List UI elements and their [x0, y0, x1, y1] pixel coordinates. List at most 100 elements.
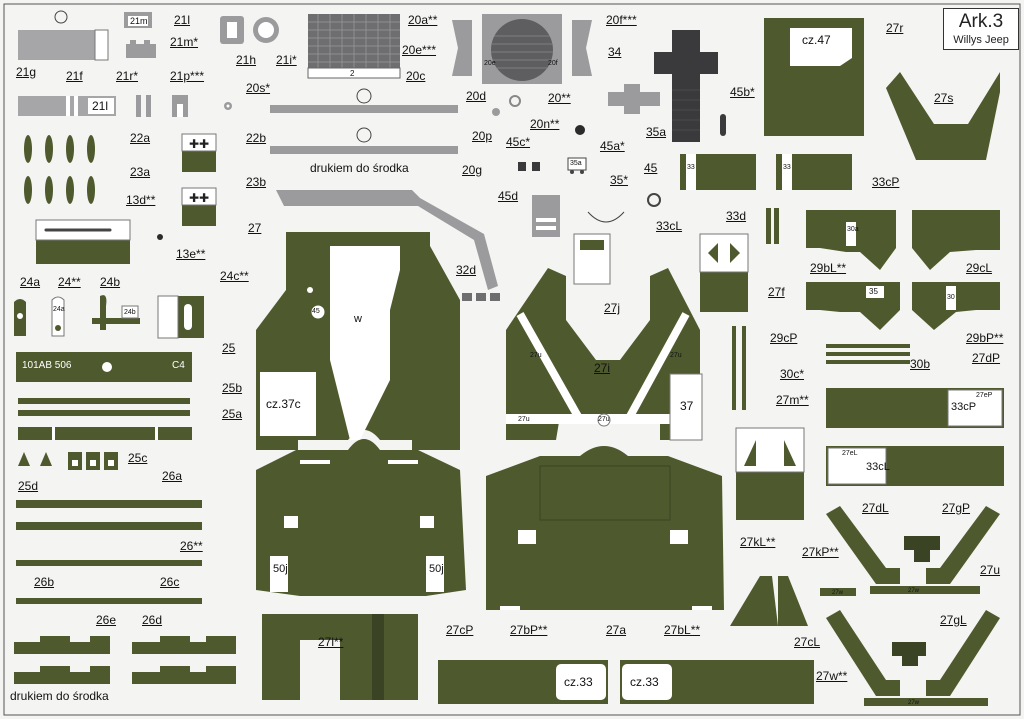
- label-27f: 27f: [768, 285, 785, 299]
- sheet-subtitle: Willys Jeep: [953, 34, 1009, 46]
- part-27-floor: [256, 439, 466, 596]
- part-45-arc: [587, 211, 625, 223]
- text-35a: 35a: [570, 160, 582, 167]
- label-21i: 21i*: [276, 53, 297, 67]
- part-20e: [452, 20, 472, 76]
- label-45d: 45d: [498, 189, 519, 203]
- label-27bP: 27bP**: [510, 623, 548, 637]
- text-27w: 27w: [832, 590, 844, 596]
- label-33cP: 33cP: [872, 175, 900, 189]
- part-21l-label: [128, 16, 148, 26]
- label-13e: 13e**: [176, 247, 206, 261]
- label-20d: 20d: [466, 89, 487, 103]
- part-34-vertical: [672, 30, 700, 142]
- label-25: 25: [222, 341, 236, 355]
- text-27u: 27u: [670, 352, 682, 359]
- label-27m: 27m**: [776, 393, 809, 407]
- label-34: 34: [608, 45, 622, 59]
- part-26a: [16, 500, 202, 508]
- text-35: 35: [869, 287, 878, 296]
- label-27w: 27w**: [816, 669, 848, 683]
- label-29bL: 29bL**: [810, 261, 847, 275]
- part-27l: [262, 614, 418, 700]
- label-20a: 20a**: [408, 13, 438, 27]
- label-26d: 26d: [142, 613, 163, 627]
- part-13e: [157, 234, 163, 240]
- label-26b: 26b: [34, 575, 55, 589]
- label-24c: 24c**: [220, 269, 249, 283]
- label-27u: 27u: [980, 563, 1001, 577]
- label-23a: 23a: [130, 165, 151, 179]
- label-20s: 20s*: [246, 81, 271, 95]
- text-50j: 50j: [273, 563, 288, 575]
- label-20p: 20p: [472, 129, 493, 143]
- label-24: 24**: [58, 275, 81, 289]
- part-45c: [532, 162, 540, 171]
- text-2: 2: [350, 69, 355, 78]
- part-45d: [532, 195, 560, 237]
- part-21g-tab: [94, 29, 109, 61]
- text-cz37c: cz.37c: [266, 397, 301, 411]
- label-21h: 21h: [236, 53, 257, 67]
- label-27dL: 27dL: [862, 501, 889, 515]
- part-21r: [146, 95, 151, 117]
- label-29cL: 29cL: [966, 261, 993, 275]
- part-24: [51, 296, 65, 337]
- part-30b: [826, 344, 910, 348]
- label-25b: 25b: [222, 381, 243, 395]
- part-21m-tab: [130, 40, 136, 45]
- print-note: drukiem do środka: [10, 689, 109, 703]
- print-note: drukiem do środka: [310, 161, 409, 175]
- part-20f: [572, 20, 592, 76]
- part-45c: [518, 162, 526, 171]
- text-27u: 27u: [518, 416, 530, 423]
- part-37: [669, 373, 703, 441]
- label-27bL: 27bL**: [664, 623, 701, 637]
- svg-text:✚✚: ✚✚: [189, 137, 209, 151]
- label-35: 35*: [610, 173, 629, 187]
- label-27kP: 27kP**: [802, 545, 839, 559]
- part-21m: [126, 44, 156, 58]
- part-20a-strip: [307, 67, 401, 79]
- label-45: 45: [644, 161, 658, 175]
- part-27kP: [778, 576, 808, 626]
- part-27gP: [904, 536, 940, 550]
- part-20c: [270, 105, 458, 113]
- label-27gL: 27gL: [940, 613, 967, 627]
- svg-text:✚✚: ✚✚: [189, 191, 209, 205]
- part-27-cz37c: [260, 372, 316, 436]
- sheet-title: Ark.3: [958, 11, 1004, 32]
- label-25c: 25c: [128, 451, 148, 465]
- part-24b: [100, 295, 107, 330]
- label-33cL: 33cL: [656, 219, 683, 233]
- part-21r: [136, 95, 141, 117]
- part-35a-vertical: [624, 84, 640, 114]
- part-27-cutout: [330, 246, 400, 440]
- part-25b: [18, 398, 190, 404]
- sheet-border: [3, 3, 1021, 716]
- label-29bP: 29bP**: [966, 331, 1004, 345]
- label-27s: 27s: [934, 91, 954, 105]
- text-cz33: cz.33: [564, 675, 593, 689]
- part-25d: [40, 452, 52, 466]
- text-27u: 27u: [530, 352, 542, 359]
- label-29cP: 29cP: [770, 331, 798, 345]
- label-27cP: 27cP: [446, 623, 474, 637]
- label-27r: 27r: [886, 21, 904, 35]
- part-24b-bar: [92, 318, 140, 324]
- part-35: [567, 157, 587, 171]
- part-32d: [462, 293, 472, 301]
- text-20e: 20e: [484, 60, 496, 67]
- text-27w: 27w: [908, 588, 920, 594]
- label-26a: 26a: [162, 469, 183, 483]
- label-30c: 30c*: [780, 367, 805, 381]
- label-20c: 20c: [406, 69, 426, 83]
- text-c4: C4: [172, 360, 185, 371]
- label-21l: 21l: [174, 13, 191, 27]
- part-21m-tab: [144, 40, 150, 45]
- label-27kL: 27kL**: [740, 535, 776, 549]
- part-26c: [16, 598, 202, 604]
- part-26d: [132, 666, 236, 684]
- text-33cL: 33cL: [866, 461, 890, 473]
